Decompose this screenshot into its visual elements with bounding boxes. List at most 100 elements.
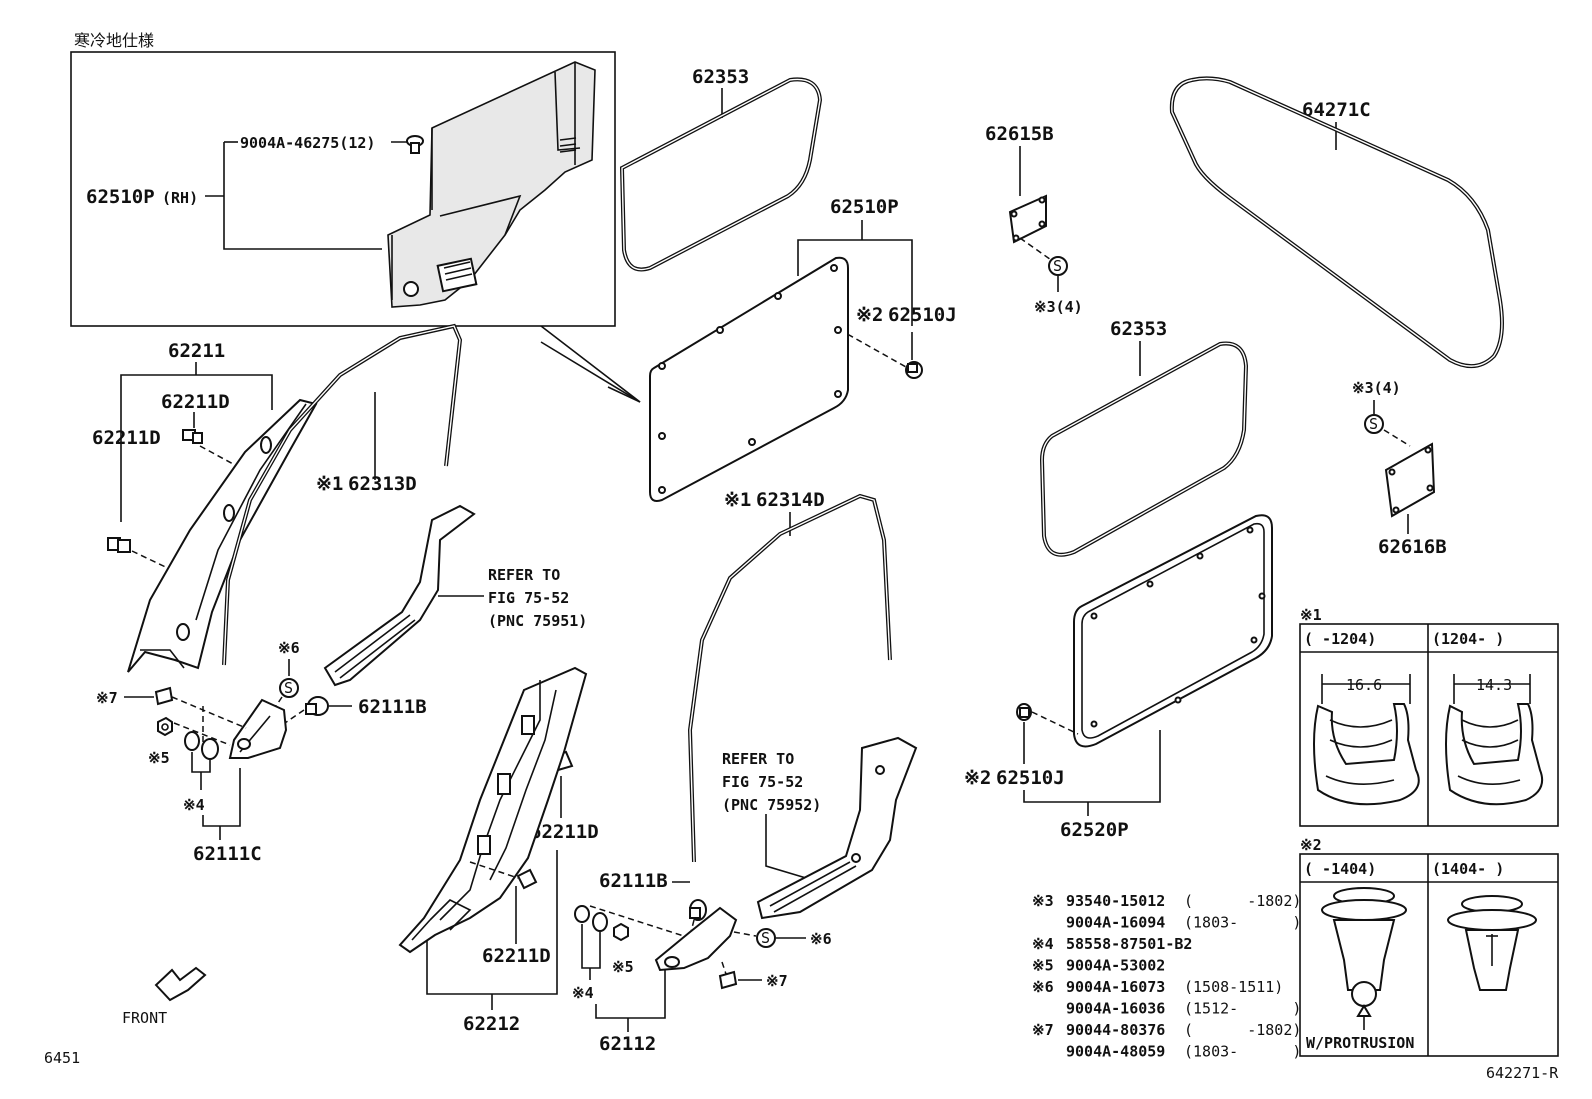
clip-62510J-a-icon — [905, 361, 923, 379]
label-62211D-lower: 62211D — [482, 945, 551, 967]
label-62510J-mark-a: ※2 — [856, 304, 883, 326]
mark7-b: ※7 — [766, 972, 788, 990]
label-62111C: 62111C — [193, 843, 262, 865]
right-group: 62615B S ※3(4) 64271C 62353 ※3(4) — [964, 76, 1504, 841]
center-group: 62353 62510P ※2 62510J ※1 — [572, 66, 957, 1055]
inset-quarter-trim-panel — [387, 61, 596, 308]
mark5-b: ※5 — [612, 958, 634, 976]
legend-part-number: 9004A-53002 — [1066, 957, 1165, 975]
inset-panel-label: 62510P — [86, 186, 155, 208]
washer-4b-icon — [574, 905, 608, 932]
weatherstrip-62314D — [687, 493, 892, 863]
refer1-line1: REFER TO — [488, 566, 560, 584]
page-code: 6451 — [44, 1049, 80, 1067]
label-62211D-right: 62211D — [530, 821, 599, 843]
legend-part-number: 93540-15012 — [1066, 892, 1165, 910]
label-62212: 62212 — [463, 1013, 520, 1035]
s-symbol-3b: S — [1364, 414, 1384, 434]
weatherstrip-62353-a — [619, 77, 823, 272]
bracket-62510P — [797, 239, 913, 326]
label-62211D-top: 62211D — [161, 391, 230, 413]
mark5-a: ※5 — [148, 749, 170, 767]
note2-title: ※2 — [1300, 836, 1322, 854]
weatherstrip-62353-b — [1039, 341, 1249, 557]
clip-profile-new-icon — [1447, 895, 1537, 991]
clip-62211D-lower-icon — [516, 868, 538, 890]
clip-62111B-a-icon — [305, 696, 329, 716]
note2-col2: (1404- ) — [1432, 860, 1504, 878]
front-arrow-icon — [154, 966, 207, 1002]
mark3-b: ※3(4) — [1352, 379, 1401, 397]
rear-service-cover-62520P — [1073, 514, 1273, 748]
legend-date-range: (1803- ) — [1184, 1043, 1301, 1061]
legend-row: 9004A-16094(1803- ) — [1066, 914, 1301, 932]
center-pillar-garnish — [398, 666, 588, 954]
inset-frame — [70, 51, 616, 327]
weatherstrip-62313D — [222, 323, 463, 666]
mark4-b: ※4 — [572, 984, 594, 1002]
s-symbol-6b: S — [756, 928, 776, 948]
clip-62510J-b-icon — [1016, 703, 1032, 721]
label-62510P: 62510P — [830, 196, 899, 218]
legend-row: 9004A-48059(1803- ) — [1066, 1043, 1301, 1061]
svg-text:S: S — [284, 679, 293, 697]
note2-caption: W/PROTRUSION — [1306, 1034, 1414, 1052]
figure-code: 642271-R — [1486, 1064, 1559, 1082]
clip-profile-old-icon — [1321, 887, 1407, 1030]
legend-part-number: 58558-87501-B2 — [1066, 935, 1192, 953]
cowl-side-trim — [228, 698, 288, 759]
clip-62111B-b-icon — [689, 899, 707, 921]
rear-cowl-trim — [654, 906, 738, 972]
nut-5a-icon — [157, 716, 173, 737]
inset-pointer-arrow — [540, 325, 641, 403]
legend-date-range: ( -1802) — [1184, 1021, 1301, 1039]
note1-title: ※1 — [1300, 606, 1322, 624]
legend-row: 9004A-16036 (1512- ) — [1066, 1000, 1301, 1018]
weatherstrip-64271C — [1169, 76, 1504, 368]
label-62510J-mark-b: ※2 — [964, 767, 991, 789]
legend-date-range: (1512- ) — [1184, 1000, 1301, 1018]
weatherstrip-profile-new: 14.3 — [1445, 674, 1544, 806]
label-62111B-b: 62111B — [599, 870, 668, 892]
label-62211D-left: 62211D — [92, 427, 161, 449]
note1-dim2: 14.3 — [1476, 676, 1512, 694]
mark4-a: ※4 — [183, 796, 205, 814]
refer1-line3: (PNC 75951) — [488, 612, 587, 630]
clip-7a-icon — [154, 686, 174, 706]
clip-62211D-top-icon — [182, 429, 203, 444]
front-label: FRONT — [122, 1009, 167, 1027]
inset-clip-label: 9004A-46275(12) — [240, 134, 375, 152]
svg-text:S: S — [761, 929, 770, 947]
label-62615B: 62615B — [985, 123, 1054, 145]
legend-part-number: 9004A-16036 — [1066, 1000, 1165, 1018]
clip-62211D-left-icon — [107, 537, 131, 553]
label-62314D-mark: ※1 — [724, 489, 751, 511]
label-62616B: 62616B — [1378, 536, 1447, 558]
note1-dim1: 16.6 — [1346, 676, 1382, 694]
refer1-line2: FIG 75-52 — [488, 589, 569, 607]
nut-5b-icon — [613, 922, 629, 942]
note1-col1: ( -1204) — [1304, 630, 1376, 648]
legend-part-number: 9004A-16073 — [1066, 978, 1165, 996]
s-symbol-3a: S — [1048, 256, 1068, 276]
service-hole-cover-62510P — [649, 256, 849, 502]
refer2-line2: FIG 75-52 — [722, 773, 803, 791]
label-62313D-mark: ※1 — [316, 473, 343, 495]
inset-title: 寒冷地仕様 — [74, 31, 154, 50]
legend-date-range: ( -1802) — [1184, 892, 1301, 910]
legend-date-range: (1803- ) — [1184, 914, 1301, 932]
bracket-62520P — [1023, 730, 1161, 803]
note2-col1: ( -1404) — [1304, 860, 1376, 878]
inset-clip-icon — [406, 135, 424, 154]
mark6-a: ※6 — [278, 639, 300, 657]
note2-table: ※2 ( -1404) (1404- ) W/PROTRUSION — [1299, 836, 1559, 1057]
label-62510J-b: 62510J — [996, 767, 1065, 789]
note1-table: ※1 ( -1204) (1204- ) 16.6 14.3 — [1299, 606, 1559, 827]
refer2-line3: (PNC 75952) — [722, 796, 821, 814]
